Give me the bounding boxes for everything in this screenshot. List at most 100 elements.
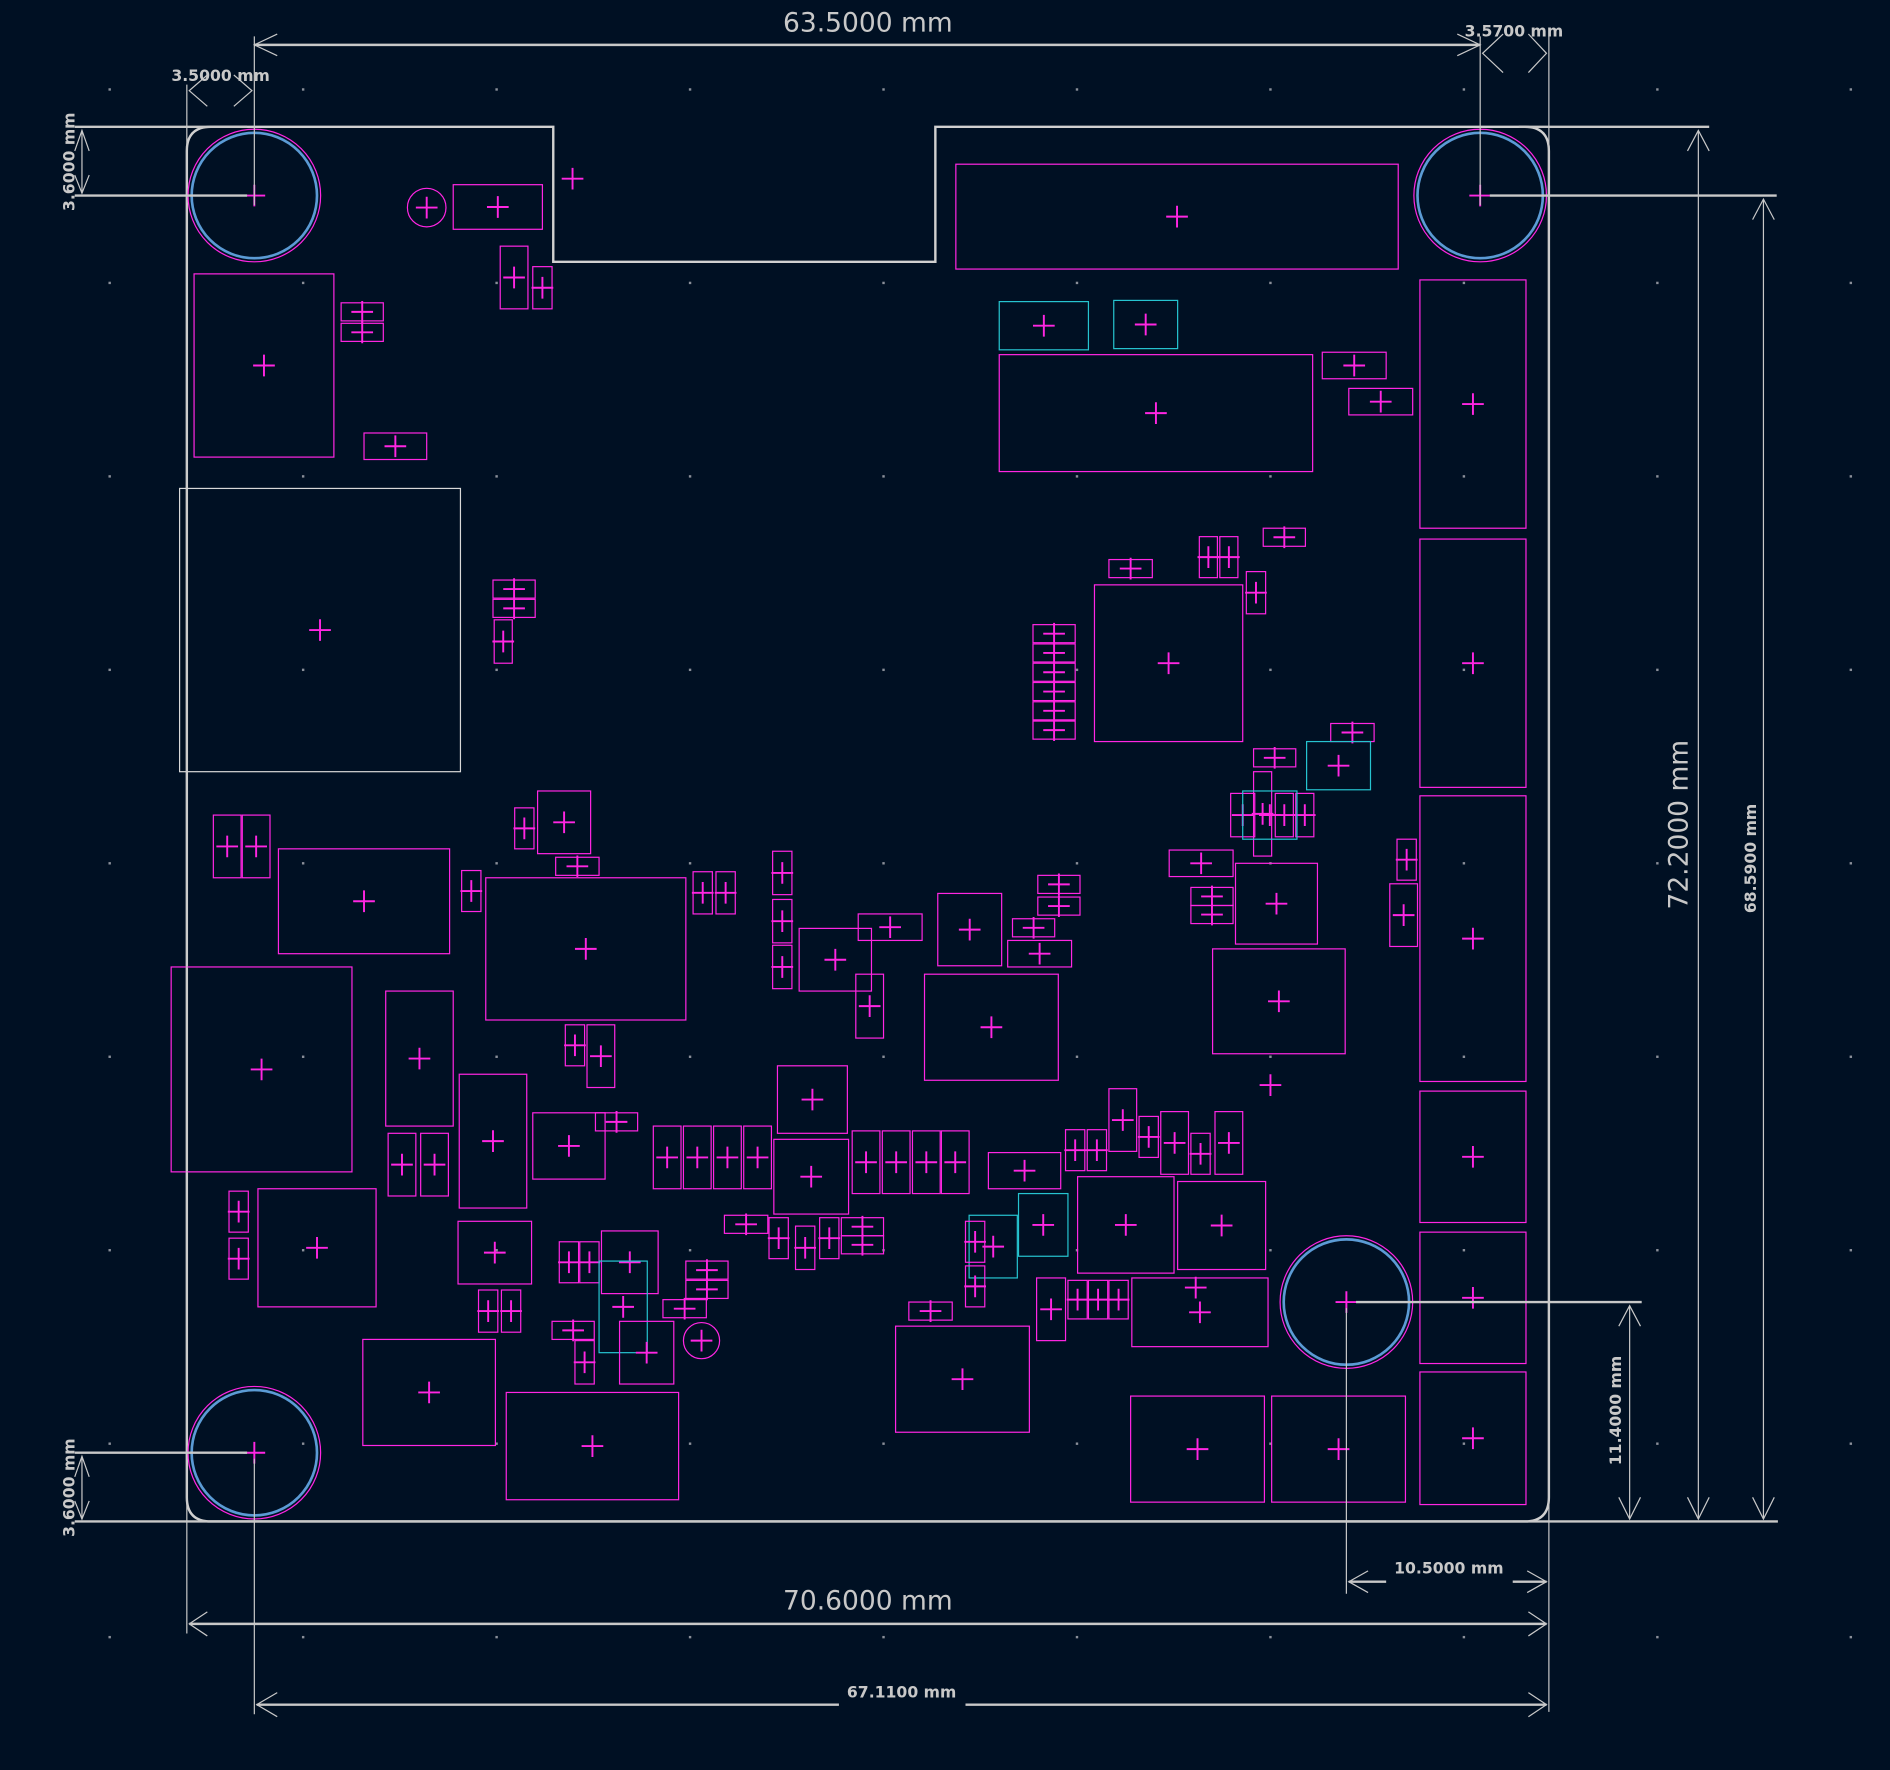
footprint[interactable] bbox=[277, 848, 451, 955]
footprint[interactable] bbox=[387, 1132, 417, 1197]
footprint[interactable] bbox=[998, 301, 1090, 351]
footprint[interactable] bbox=[1066, 1279, 1089, 1320]
footprint[interactable] bbox=[723, 1213, 769, 1236]
footprint[interactable] bbox=[652, 1125, 682, 1190]
footprint[interactable] bbox=[1330, 721, 1375, 744]
footprint[interactable] bbox=[1271, 1395, 1407, 1503]
footprint[interactable] bbox=[1245, 571, 1267, 615]
footprint[interactable] bbox=[1032, 699, 1076, 722]
footprint[interactable] bbox=[536, 790, 592, 855]
footprint[interactable] bbox=[500, 1289, 522, 1333]
footprint[interactable] bbox=[477, 1289, 500, 1333]
footprint[interactable] bbox=[773, 1138, 850, 1215]
footprint[interactable] bbox=[691, 871, 714, 915]
footprint[interactable] bbox=[492, 619, 515, 664]
footprint[interactable] bbox=[513, 807, 536, 850]
footprint[interactable] bbox=[499, 245, 529, 310]
footprint[interactable] bbox=[1107, 1279, 1130, 1320]
footprint[interactable] bbox=[492, 578, 536, 600]
footprint[interactable] bbox=[363, 432, 428, 461]
footprint[interactable] bbox=[1252, 746, 1297, 769]
footprint-round[interactable] bbox=[682, 1321, 721, 1360]
footprint[interactable] bbox=[840, 1233, 885, 1256]
footprint[interactable] bbox=[685, 1278, 729, 1301]
footprint[interactable] bbox=[1321, 351, 1387, 380]
footprint[interactable] bbox=[1160, 1111, 1190, 1175]
footprint[interactable] bbox=[1168, 849, 1234, 878]
footprint[interactable] bbox=[1108, 1088, 1138, 1152]
footprint[interactable] bbox=[794, 1225, 817, 1271]
footprint[interactable] bbox=[964, 1220, 986, 1263]
footprint[interactable] bbox=[452, 184, 544, 230]
footprint[interactable] bbox=[1032, 642, 1076, 664]
footprint[interactable] bbox=[937, 892, 1003, 967]
footprint[interactable] bbox=[1189, 1132, 1212, 1175]
footprint[interactable] bbox=[1395, 838, 1418, 881]
footprint[interactable] bbox=[460, 869, 483, 913]
footprint[interactable] bbox=[908, 1300, 953, 1322]
footprint[interactable] bbox=[1032, 719, 1076, 741]
footprint[interactable] bbox=[1211, 948, 1346, 1055]
footprint[interactable] bbox=[492, 597, 536, 620]
footprint[interactable] bbox=[1218, 536, 1240, 579]
footprint[interactable] bbox=[1419, 538, 1527, 788]
footprint[interactable] bbox=[968, 1214, 1018, 1279]
footprint[interactable] bbox=[594, 1111, 639, 1133]
footprint[interactable] bbox=[1007, 939, 1073, 968]
footprint[interactable] bbox=[586, 1024, 616, 1089]
footprint[interactable] bbox=[955, 163, 1399, 270]
footprint[interactable] bbox=[193, 273, 335, 458]
footprint[interactable] bbox=[1262, 526, 1307, 549]
footprint[interactable] bbox=[851, 1130, 881, 1195]
footprint[interactable] bbox=[1032, 661, 1076, 684]
footprint[interactable] bbox=[505, 1391, 680, 1501]
footprint[interactable] bbox=[1130, 1395, 1266, 1503]
footprint[interactable] bbox=[1389, 883, 1419, 948]
footprint[interactable] bbox=[771, 850, 794, 896]
footprint[interactable] bbox=[170, 966, 353, 1173]
footprint[interactable] bbox=[1036, 1277, 1067, 1342]
footprint[interactable] bbox=[1076, 1176, 1175, 1274]
footprint[interactable] bbox=[1011, 916, 1056, 939]
footprint[interactable] bbox=[1234, 862, 1319, 945]
footprint[interactable] bbox=[1032, 680, 1076, 703]
footprint[interactable] bbox=[1177, 1180, 1267, 1271]
footprint[interactable] bbox=[1242, 790, 1298, 840]
footprint[interactable] bbox=[578, 1241, 601, 1284]
footprint[interactable] bbox=[227, 1237, 250, 1280]
footprint[interactable] bbox=[818, 1217, 841, 1260]
footprint[interactable] bbox=[923, 973, 1059, 1081]
footprint[interactable] bbox=[714, 871, 737, 915]
footprint[interactable] bbox=[1108, 557, 1153, 580]
footprint[interactable] bbox=[1037, 873, 1081, 896]
footprint[interactable] bbox=[241, 814, 271, 879]
footprint[interactable] bbox=[1087, 1279, 1109, 1320]
footprint[interactable] bbox=[1419, 1371, 1527, 1506]
footprint[interactable] bbox=[340, 301, 384, 323]
footprint[interactable] bbox=[340, 321, 384, 344]
footprint[interactable] bbox=[618, 1320, 675, 1385]
footprint[interactable] bbox=[855, 973, 885, 1039]
footprint[interactable] bbox=[998, 354, 1314, 473]
footprint[interactable] bbox=[558, 1241, 580, 1284]
footprint[interactable] bbox=[940, 1130, 970, 1195]
footprint[interactable] bbox=[1131, 1277, 1269, 1348]
footprint[interactable] bbox=[771, 944, 794, 990]
footprint[interactable] bbox=[1086, 1129, 1108, 1172]
footprint[interactable] bbox=[458, 1073, 528, 1209]
footprint[interactable] bbox=[1214, 1111, 1244, 1175]
footprint[interactable] bbox=[1137, 1115, 1160, 1159]
footprint[interactable] bbox=[532, 1112, 606, 1180]
footprint[interactable] bbox=[573, 1340, 596, 1385]
footprint[interactable] bbox=[485, 877, 687, 1021]
footprint[interactable] bbox=[1113, 299, 1179, 350]
footprint[interactable] bbox=[1064, 1129, 1087, 1172]
footprint[interactable] bbox=[1017, 1192, 1069, 1257]
footprint[interactable] bbox=[1419, 1090, 1527, 1224]
footprint[interactable] bbox=[598, 1260, 648, 1354]
footprint[interactable] bbox=[798, 927, 873, 992]
footprint[interactable] bbox=[1032, 622, 1076, 645]
footprint[interactable] bbox=[420, 1132, 449, 1197]
footprint[interactable] bbox=[1419, 279, 1527, 529]
